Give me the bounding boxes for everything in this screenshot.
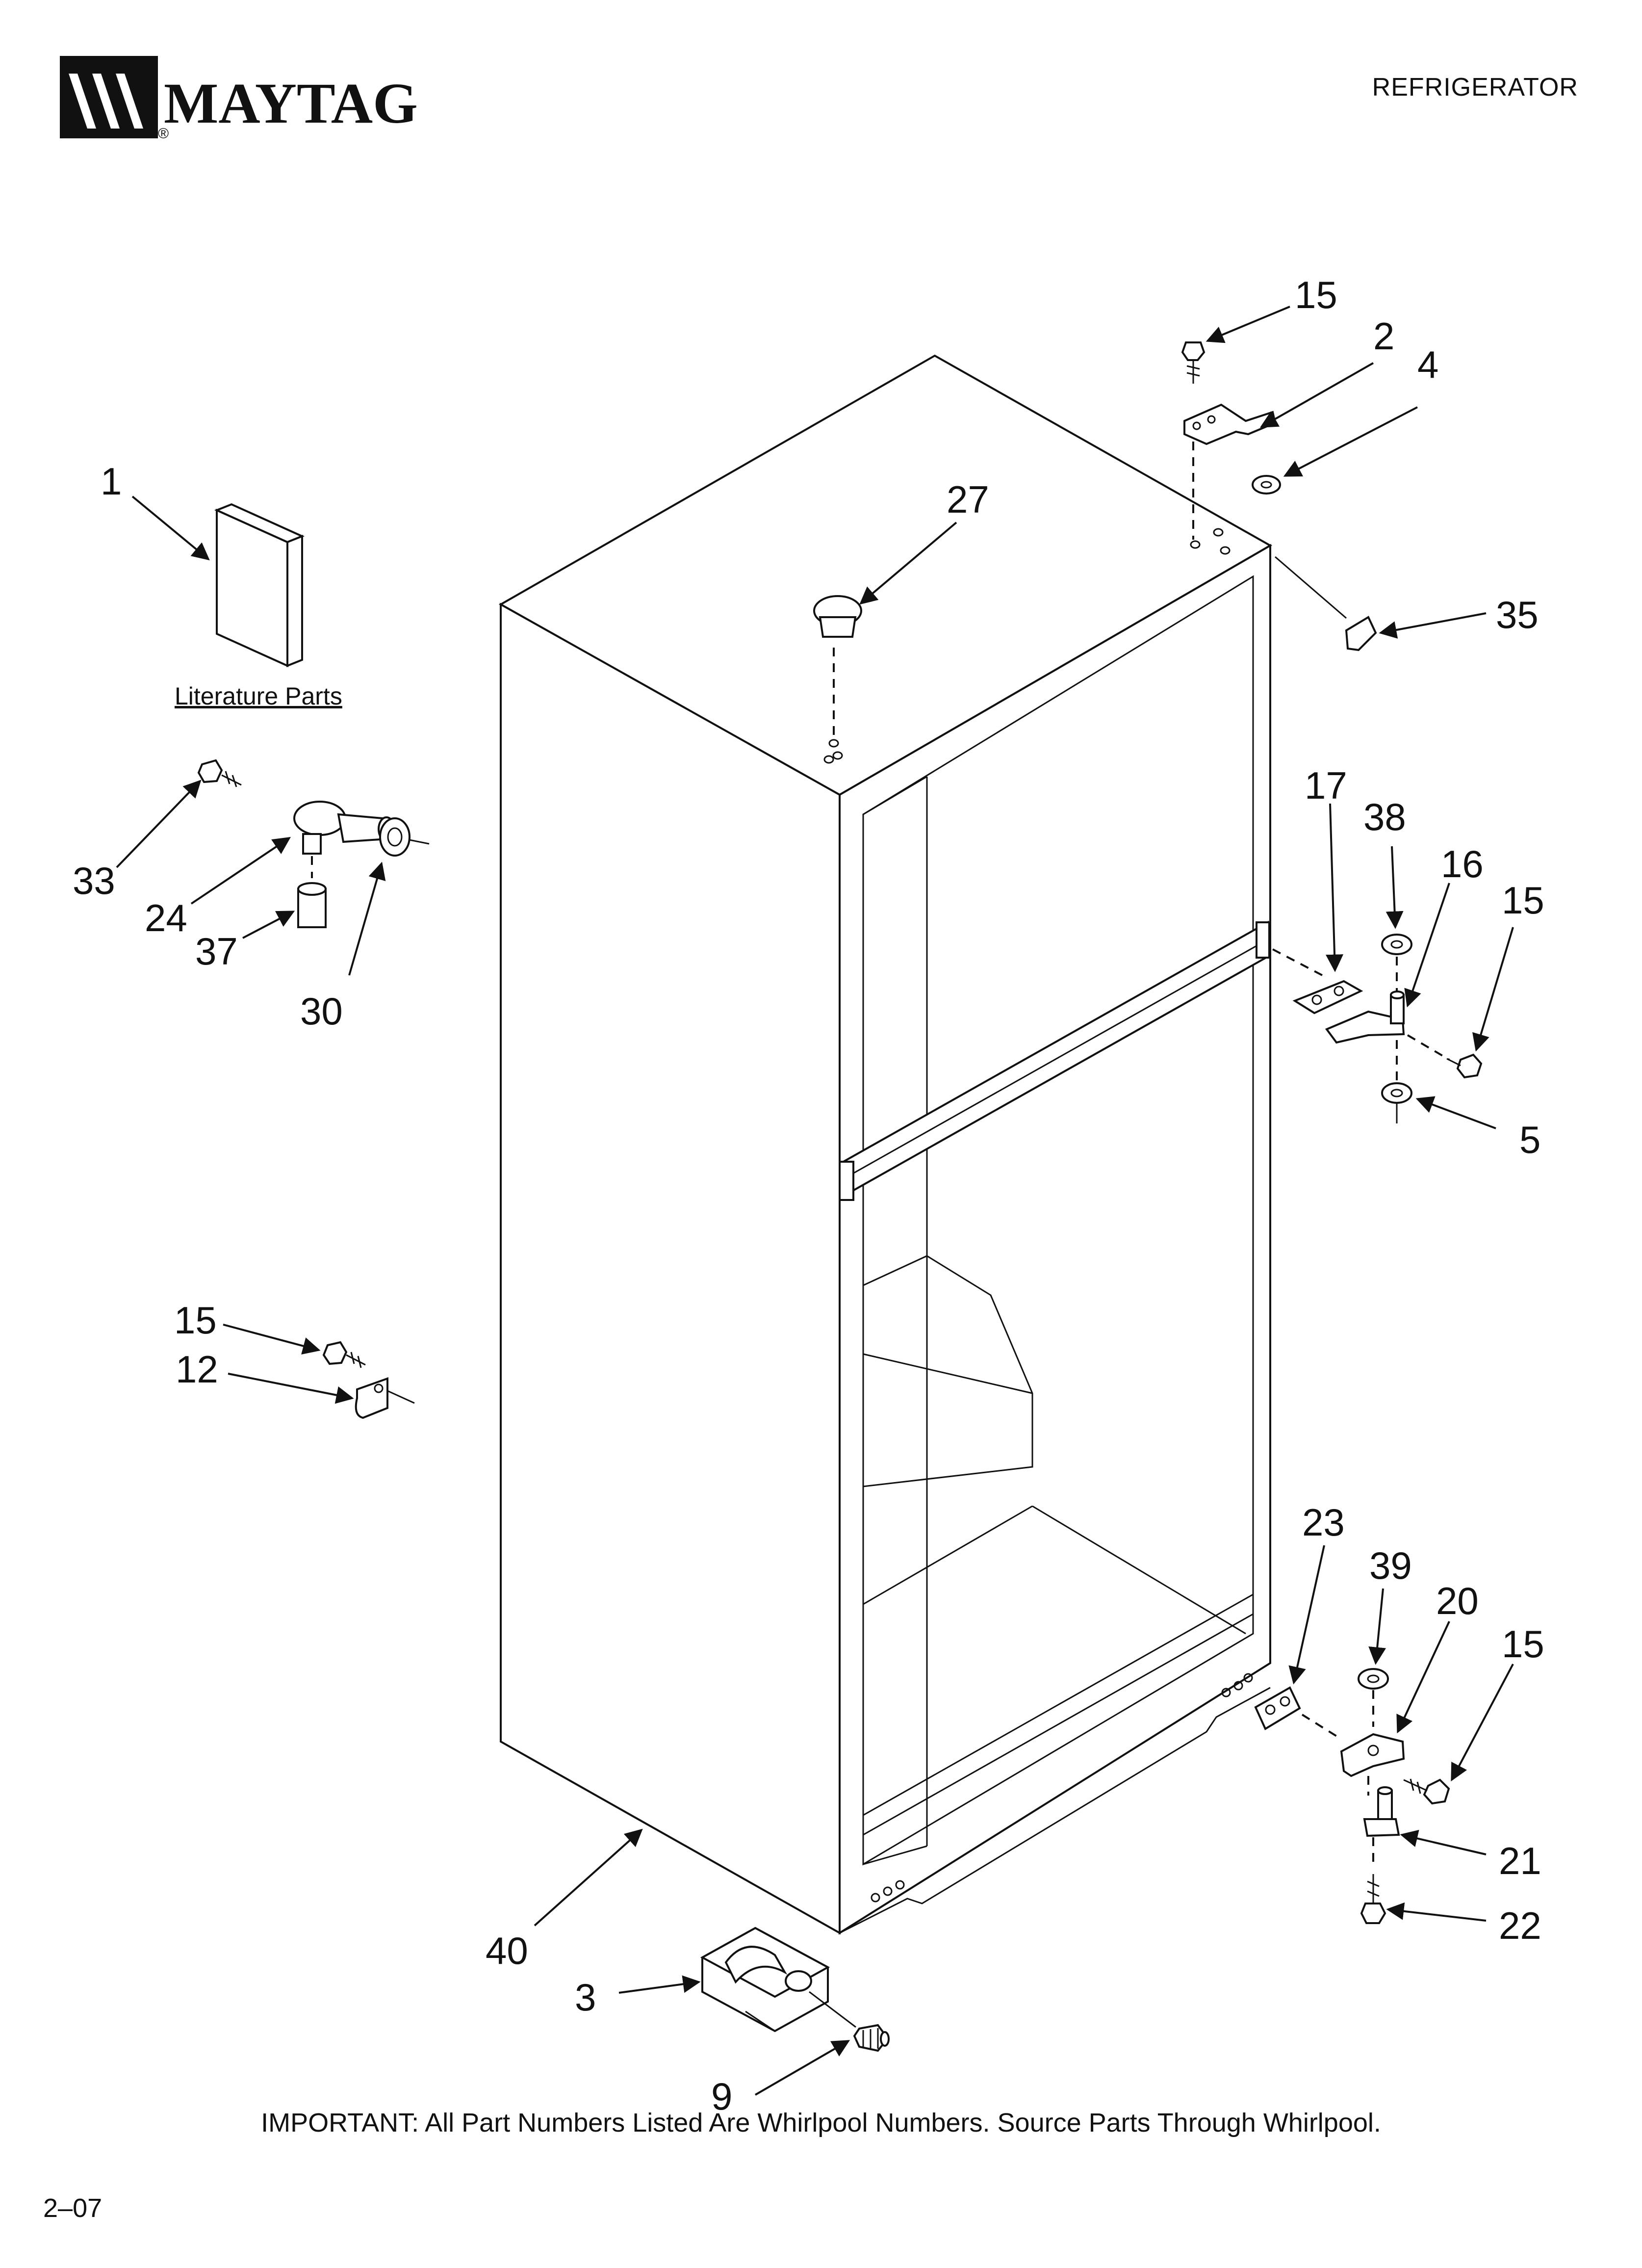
left-hinge-pin-assembly bbox=[197, 759, 430, 928]
callout-2: 2 bbox=[1373, 314, 1394, 358]
callout-40: 40 bbox=[486, 1929, 528, 1972]
screw-22 bbox=[1360, 1874, 1386, 1924]
callout-4: 4 bbox=[1417, 343, 1438, 386]
registered-mark: ® bbox=[158, 126, 169, 142]
washer-5 bbox=[1381, 1082, 1412, 1104]
callout-9: 9 bbox=[711, 2075, 732, 2118]
document-category: REFRIGERATOR bbox=[1372, 73, 1578, 102]
callout-21: 21 bbox=[1499, 1839, 1541, 1882]
screw-15-left bbox=[322, 1341, 366, 1368]
spacer-37 bbox=[297, 882, 327, 928]
literature-packet bbox=[214, 503, 305, 668]
brand-wordmark: MAYTAG bbox=[164, 71, 418, 135]
cabinet-front-frame bbox=[839, 544, 1271, 1935]
top-hinge-assembly bbox=[1181, 341, 1281, 540]
washer-39 bbox=[1358, 1668, 1389, 1690]
screw-15-center bbox=[1446, 1053, 1483, 1079]
callout-3: 3 bbox=[575, 1976, 596, 2019]
callout-15-bottom: 15 bbox=[1502, 1622, 1544, 1666]
cabinet-front-opening bbox=[862, 575, 1254, 1866]
callout-15-top: 15 bbox=[1295, 273, 1337, 316]
callout-17: 17 bbox=[1305, 764, 1347, 807]
pin-bracket-24 bbox=[293, 801, 346, 836]
top-plug bbox=[813, 595, 862, 736]
callout-15-center: 15 bbox=[1502, 879, 1544, 922]
important-notice: IMPORTANT: All Part Numbers Listed Are W… bbox=[261, 2108, 1381, 2138]
callout-24: 24 bbox=[145, 896, 187, 939]
door-stop-assembly bbox=[322, 1341, 415, 1419]
callout-39: 39 bbox=[1369, 1544, 1412, 1587]
leveling-roller-3 bbox=[700, 1927, 830, 2033]
callout-23: 23 bbox=[1302, 1501, 1345, 1544]
hinge-washer bbox=[1252, 475, 1281, 495]
screw-15-bottom bbox=[1403, 1778, 1450, 1805]
door-stop-12 bbox=[355, 1377, 388, 1419]
revision-code: 2–07 bbox=[43, 2193, 103, 2223]
shim-17 bbox=[1292, 980, 1363, 1015]
callout-22: 22 bbox=[1499, 1904, 1541, 1947]
callout-38: 38 bbox=[1363, 795, 1406, 838]
callout-27: 27 bbox=[947, 478, 989, 521]
cabinet-left-side bbox=[500, 602, 841, 1935]
shim-23 bbox=[1254, 1686, 1301, 1730]
refrigerator-cabinet bbox=[498, 354, 1273, 1935]
maytag-logo: MAYTAG ® bbox=[60, 56, 418, 142]
callout-12: 12 bbox=[176, 1348, 218, 1391]
callout-37: 37 bbox=[195, 930, 238, 973]
center-hinge-16 bbox=[1325, 1010, 1405, 1044]
adjusting-screw-9 bbox=[809, 1991, 890, 2052]
hinge-pin-21 bbox=[1363, 1786, 1400, 1837]
screw-top bbox=[1181, 341, 1206, 384]
screw-33 bbox=[197, 759, 242, 787]
callout-5: 5 bbox=[1519, 1118, 1540, 1161]
washer-38 bbox=[1381, 934, 1412, 955]
callout-20: 20 bbox=[1436, 1579, 1479, 1622]
callout-30: 30 bbox=[300, 990, 343, 1033]
literature-parts-label: Literature Parts bbox=[175, 682, 342, 710]
bottom-hinge-assembly bbox=[1254, 1668, 1450, 1924]
callout-33: 33 bbox=[73, 859, 115, 902]
hinge-cover-cap bbox=[1275, 556, 1377, 652]
callout-15-left: 15 bbox=[174, 1299, 217, 1342]
center-hinge-assembly bbox=[1272, 934, 1483, 1123]
callout-1: 1 bbox=[101, 460, 122, 503]
callout-16: 16 bbox=[1441, 842, 1484, 886]
bushing-30 bbox=[379, 817, 430, 857]
callout-35: 35 bbox=[1496, 593, 1539, 636]
